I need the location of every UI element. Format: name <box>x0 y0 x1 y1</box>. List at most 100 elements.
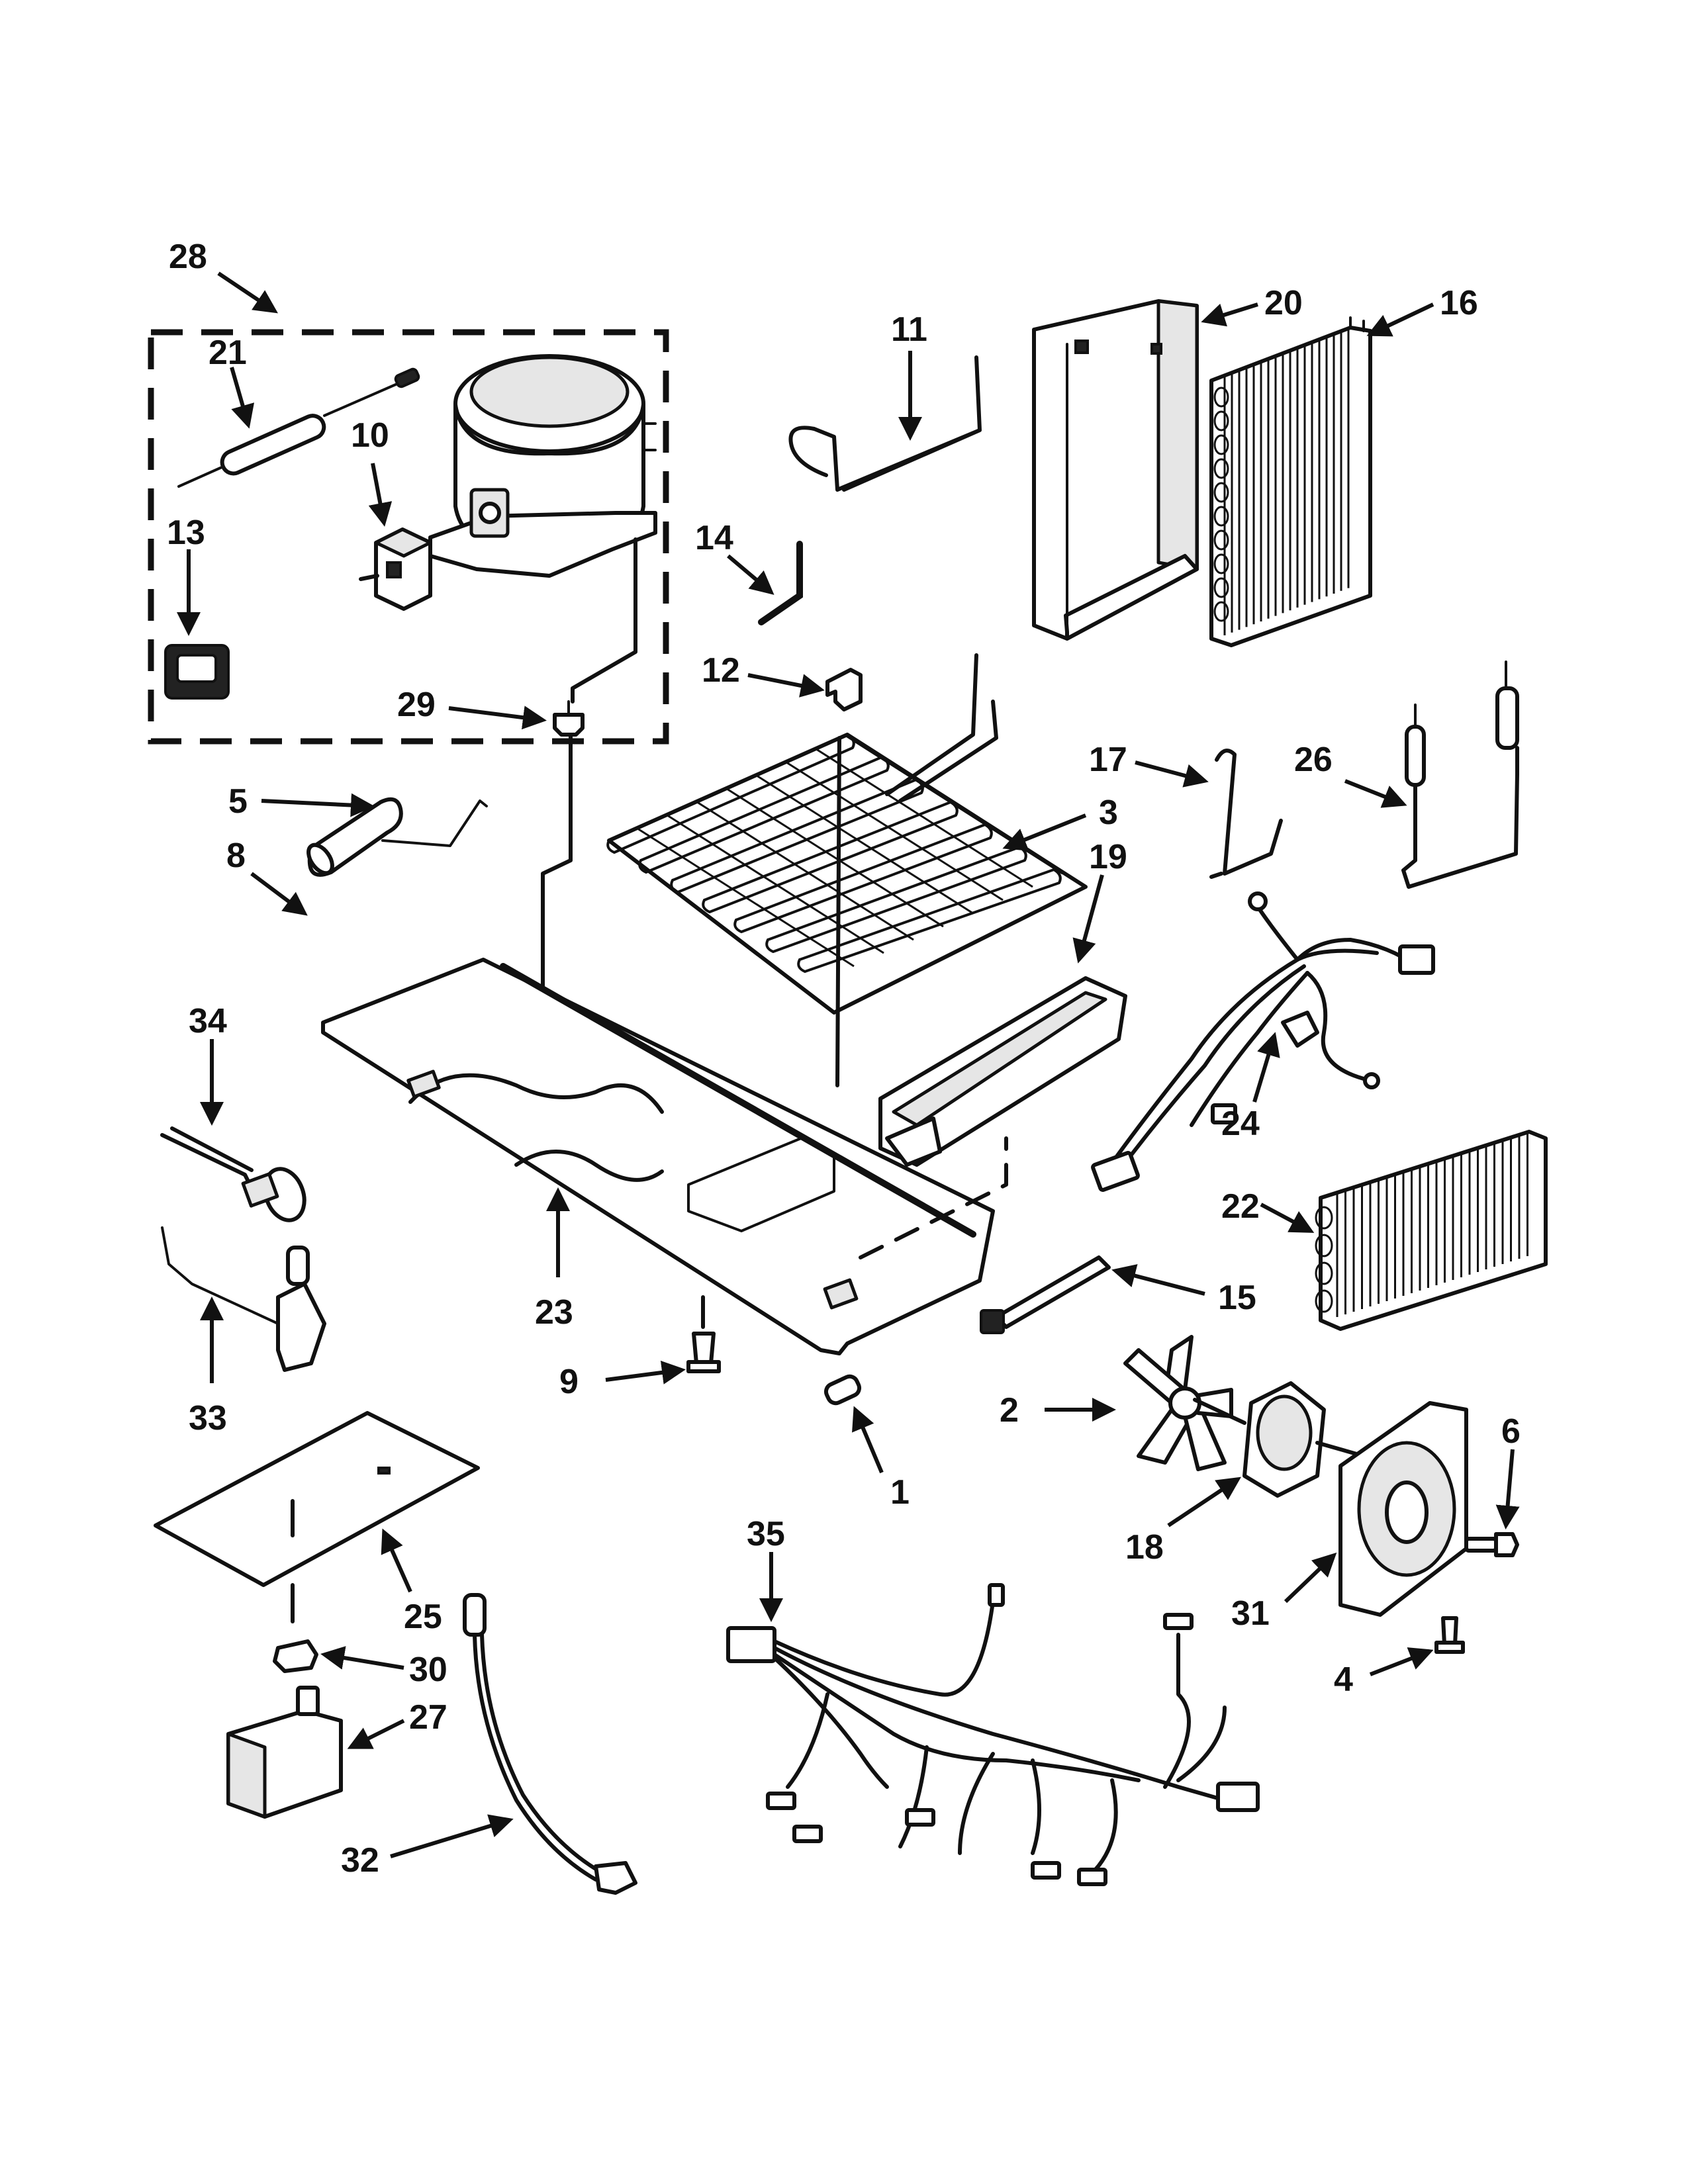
sensor-33-part <box>161 1226 326 1372</box>
callout-13: 13 <box>167 514 205 552</box>
leader-32 <box>390 1814 514 1858</box>
leader-16 <box>1366 302 1434 337</box>
callout-6: 6 <box>1501 1412 1521 1451</box>
callout-30: 30 <box>409 1651 447 1689</box>
tube-11-part <box>788 355 982 492</box>
leader-12 <box>747 673 825 698</box>
drier-tubes-part <box>1401 660 1519 889</box>
evaporator-tube-bend <box>1213 458 1229 479</box>
wire-34-part <box>160 1126 306 1222</box>
sleeve-8-part <box>306 797 403 877</box>
pin-5-part <box>381 799 488 847</box>
leader-31 <box>1284 1552 1337 1604</box>
cable-tie-15-part <box>980 1255 1111 1334</box>
callout-29: 29 <box>397 686 436 724</box>
callout-2: 2 <box>1000 1391 1019 1430</box>
callout-10: 10 <box>351 416 389 455</box>
base-plate-part <box>321 958 995 1355</box>
leader-17 <box>1135 760 1209 788</box>
filter-drier-part <box>177 367 420 488</box>
condenser-row <box>797 868 1062 973</box>
clip-30-part <box>273 1639 318 1673</box>
fan-shroud-part <box>1338 1401 1468 1617</box>
wire-harness-24-part <box>1091 891 1435 1192</box>
callout-27: 27 <box>409 1698 447 1737</box>
evaporator-cover-part <box>1032 299 1199 641</box>
condenser-row <box>638 756 890 874</box>
callout-labels: 28 21 10 13 29 11 20 16 14 12 17 26 3 19… <box>167 238 1521 1880</box>
callout-14: 14 <box>695 519 733 557</box>
leader-27 <box>347 1719 405 1749</box>
callout-8: 8 <box>226 837 246 875</box>
evaporator-tube-bend <box>1213 410 1229 432</box>
evaporator-coil-part <box>1209 316 1372 647</box>
evaporator-tube-bend <box>1213 506 1229 527</box>
control-box-27-part <box>226 1686 343 1819</box>
callout-21: 21 <box>209 334 247 372</box>
drain-pan-part <box>878 976 1127 1167</box>
leader-19 <box>1072 874 1104 964</box>
leader-9 <box>605 1361 686 1385</box>
coil-tube-bend <box>1315 1206 1333 1230</box>
leader-22 <box>1260 1203 1315 1233</box>
evaporator-tube-bend <box>1213 577 1229 598</box>
leader-21 <box>230 367 255 429</box>
leader-25 <box>381 1528 412 1593</box>
leader-28 <box>217 271 278 314</box>
clip-12-part <box>825 668 863 711</box>
callout-32: 32 <box>341 1841 379 1880</box>
evaporator-tube-bend <box>1213 601 1229 622</box>
leader-4 <box>1369 1647 1434 1676</box>
callout-33: 33 <box>189 1399 227 1437</box>
fan-blade-part <box>1123 1335 1233 1471</box>
callout-28: 28 <box>169 238 207 276</box>
callout-24: 24 <box>1221 1105 1260 1143</box>
callout-15: 15 <box>1218 1279 1256 1317</box>
leader-1 <box>852 1406 884 1474</box>
condenser-wire <box>665 813 884 954</box>
evaporator-tube-bend <box>1213 553 1229 574</box>
condenser-wire <box>694 799 914 941</box>
leader-8 <box>250 872 308 916</box>
leader-26 <box>1344 779 1407 808</box>
evaporator-tube-bend <box>1213 434 1229 455</box>
leader-29 <box>448 705 547 730</box>
leader-3 <box>1002 813 1087 851</box>
condenser-wire <box>754 773 974 915</box>
callout-1: 1 <box>890 1473 910 1512</box>
coil-tube-bend <box>1315 1234 1333 1257</box>
compressor-part <box>428 354 657 578</box>
screw-6-part <box>1464 1532 1519 1557</box>
callout-23: 23 <box>535 1293 573 1332</box>
callout-20: 20 <box>1264 284 1303 322</box>
callout-22: 22 <box>1221 1187 1260 1226</box>
drain-dash-line <box>859 1136 1008 1259</box>
callout-4: 4 <box>1334 1661 1353 1699</box>
callout-18: 18 <box>1125 1528 1164 1567</box>
screw-9-part <box>686 1295 721 1373</box>
callout-35: 35 <box>747 1515 785 1553</box>
callout-5: 5 <box>228 782 248 821</box>
leader-24 <box>1252 1032 1280 1103</box>
condenser-wire <box>784 760 1004 901</box>
callout-19: 19 <box>1089 838 1127 876</box>
sheet-25-part <box>154 1411 480 1587</box>
callout-3: 3 <box>1099 794 1118 832</box>
callout-16: 16 <box>1440 284 1478 322</box>
condenser-wire <box>814 747 1033 888</box>
leader-14 <box>727 554 774 595</box>
callout-25: 25 <box>404 1598 442 1636</box>
leader-6 <box>1495 1449 1520 1529</box>
callout-26: 26 <box>1294 741 1333 779</box>
screw-4-part <box>1434 1616 1465 1654</box>
leader-20 <box>1201 302 1258 327</box>
leader-30 <box>320 1646 404 1670</box>
start-relay-part <box>359 527 432 611</box>
leader-5 <box>261 793 375 817</box>
callout-31: 31 <box>1231 1594 1270 1633</box>
condenser-coil-22-part <box>1315 1130 1548 1331</box>
coil-tube-bend <box>1315 1261 1333 1285</box>
compressor-kit-dashed-box <box>148 329 669 745</box>
evaporator-tube-bend <box>1213 387 1229 408</box>
